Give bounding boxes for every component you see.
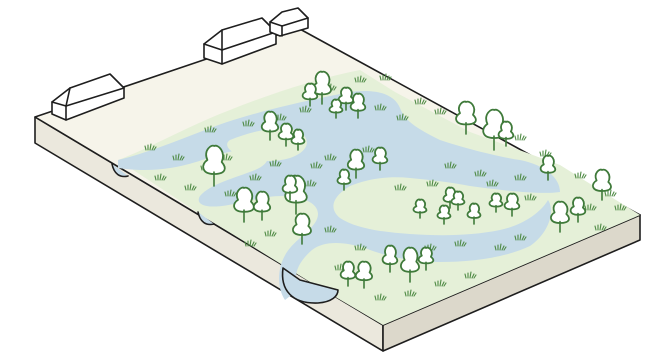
- grass-tuft-icon: [515, 134, 526, 140]
